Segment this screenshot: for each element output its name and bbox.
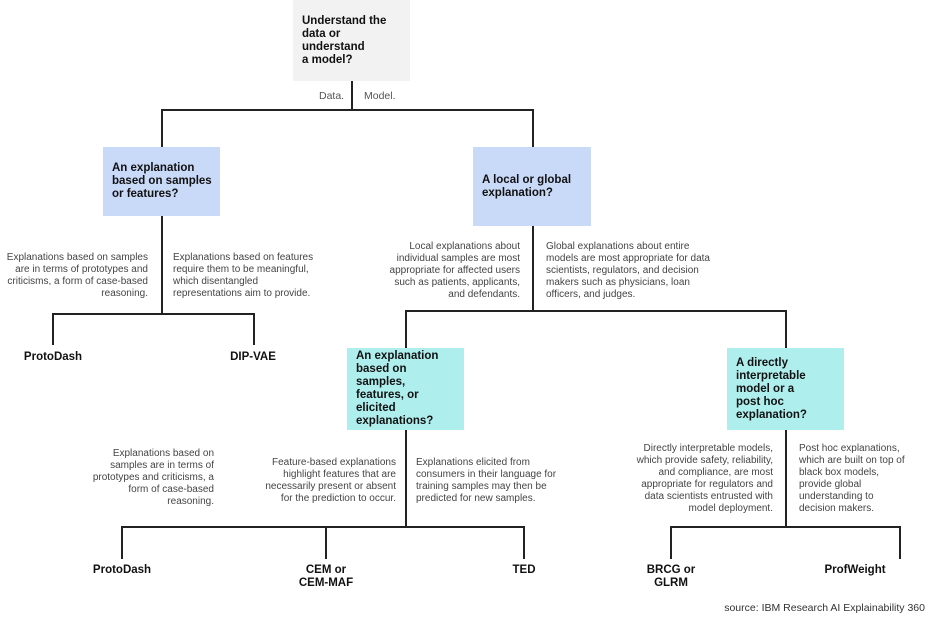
root-question-text: Understand the data or understand a mode…: [302, 14, 387, 66]
model-hbar: [405, 310, 786, 312]
global-question-box: A directly interpretable model or a post…: [727, 348, 844, 430]
local-note-samples: Explanations based on samples are in ter…: [92, 448, 214, 507]
data-note-samples: Explanations based on samples are in ter…: [6, 252, 148, 299]
model-stem: [532, 226, 534, 310]
local-question-box: An explanation based on samples, feature…: [347, 348, 464, 430]
model-question-text: A local or global explanation?: [482, 173, 572, 199]
data-question-box: An explanation based on samples or featu…: [103, 147, 220, 216]
root-to-data: [161, 109, 163, 147]
root-question-box: Understand the data or understand a mode…: [293, 0, 410, 81]
local-note-features: Feature-based explanations highlight fea…: [265, 457, 396, 504]
local-stem: [405, 430, 407, 526]
model-to-local: [405, 310, 407, 348]
leaf-protodash-local: ProtoDash: [92, 564, 152, 576]
data-to-leaf-right: [253, 313, 255, 345]
local-note-elicited: Explanations elicited from consumers in …: [416, 457, 557, 504]
data-note-features: Explanations based on features require t…: [173, 252, 314, 299]
leaf-ted: TED: [512, 564, 536, 576]
source-caption: source: IBM Research AI Explainability 3…: [724, 602, 925, 614]
root-hbar: [161, 109, 533, 111]
global-note-direct: Directly interpretable models, which pro…: [636, 443, 773, 514]
global-hbar: [670, 526, 900, 528]
leaf-protodash-data: ProtoDash: [23, 351, 83, 363]
data-question-text: An explanation based on samples or featu…: [112, 162, 212, 200]
global-question-text: A directly interpretable model or a post…: [736, 356, 807, 421]
data-hbar: [52, 313, 254, 315]
model-note-global: Global explanations about entire models …: [546, 241, 710, 300]
global-to-leaf-left: [670, 526, 672, 559]
leaf-brcg: BRCG or GLRM: [646, 564, 696, 589]
data-stem: [161, 216, 163, 313]
model-note-local: Local explanations about individual samp…: [389, 241, 520, 300]
root-stem: [351, 81, 353, 109]
local-to-leaf-right: [523, 526, 525, 559]
leaf-dip-vae: DIP-VAE: [230, 351, 276, 363]
local-question-text: An explanation based on samples, feature…: [356, 350, 439, 427]
data-to-leaf-left: [52, 313, 54, 345]
global-note-posthoc: Post hoc explanations, which are built o…: [799, 443, 905, 514]
leaf-cem: CEM or CEM-MAF: [298, 564, 354, 589]
local-to-leaf-left: [121, 526, 123, 559]
global-stem: [785, 430, 787, 526]
branch-label-model: Model.: [364, 90, 396, 102]
local-hbar: [121, 526, 524, 528]
model-to-global: [785, 310, 787, 348]
leaf-profweight: ProfWeight: [824, 564, 886, 576]
local-to-leaf-mid: [325, 526, 327, 559]
model-question-box: A local or global explanation?: [473, 147, 591, 226]
branch-label-data: Data.: [319, 90, 345, 102]
global-to-leaf-right: [899, 526, 901, 559]
root-to-model: [532, 109, 534, 147]
